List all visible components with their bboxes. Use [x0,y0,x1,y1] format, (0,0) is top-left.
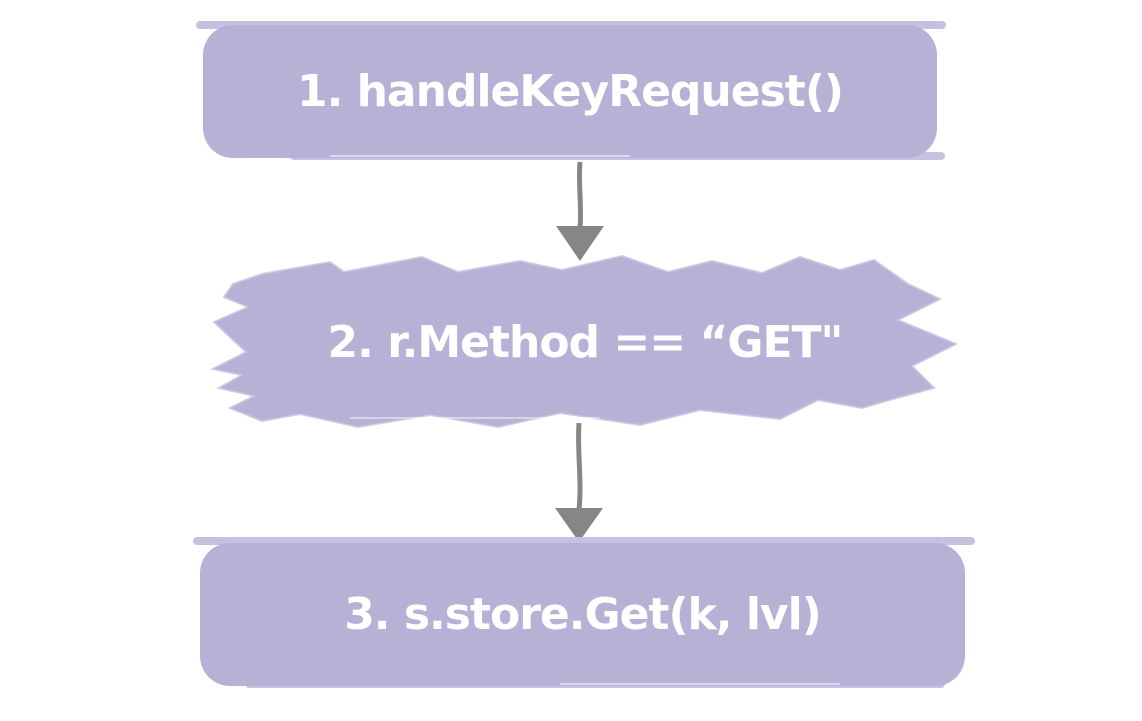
flow-node-step-3-shape [193,537,975,688]
node-rect-step-3 [200,543,965,686]
arrow-shaft [576,422,583,511]
arrow-down-icon [556,226,604,261]
flow-node-step-2-shape [210,254,959,429]
flow-arrow-step-2-to-step-3 [555,422,603,542]
node-rect-step-1 [203,25,937,158]
brush-streak [560,683,840,685]
flow-node-step-1-shape [196,21,946,160]
arrow-down-icon [555,508,603,542]
arrow-shaft [576,161,584,229]
brush-streak [350,417,600,419]
node-torn-banner-step-2 [210,254,959,429]
brush-streak [330,155,630,157]
flow-arrow-step-1-to-step-2 [556,161,604,261]
